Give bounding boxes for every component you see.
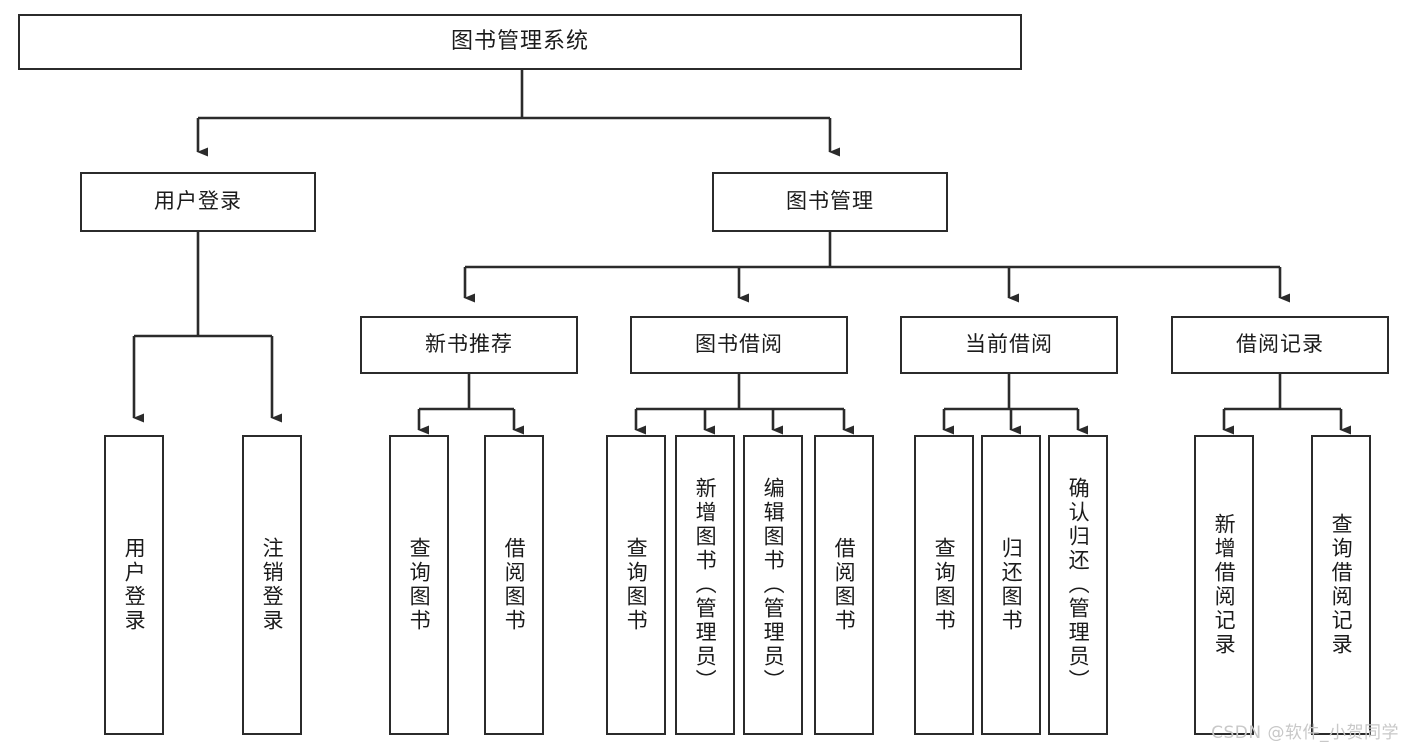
node-borrow-record[interactable]: 借阅记录 — [1171, 316, 1389, 374]
leaf-label: 新增借阅记录 — [1212, 513, 1237, 657]
leaf-label: 查询图书 — [932, 537, 957, 633]
leaf-user-login[interactable]: 用户登录 — [104, 435, 164, 735]
leaf-current-return-book[interactable]: 归还图书 — [981, 435, 1041, 735]
leaf-record-query[interactable]: 查询借阅记录 — [1311, 435, 1371, 735]
leaf-label: 新增图书（管理员） — [693, 477, 718, 693]
leaf-borrow-borrow-book[interactable]: 借阅图书 — [814, 435, 874, 735]
node-root-system[interactable]: 图书管理系统 — [18, 14, 1022, 70]
leaf-logout-login[interactable]: 注销登录 — [242, 435, 302, 735]
leaf-current-confirm-return[interactable]: 确认归还（管理员） — [1048, 435, 1108, 735]
watermark: CSDN @软件_小贺同学 — [1211, 723, 1399, 743]
leaf-borrow-edit-book[interactable]: 编辑图书（管理员） — [743, 435, 803, 735]
leaf-label: 确认归还（管理员） — [1066, 477, 1091, 693]
leaf-label: 借阅图书 — [502, 537, 527, 633]
node-user-login[interactable]: 用户登录 — [80, 172, 316, 232]
leaf-label: 查询图书 — [624, 537, 649, 633]
node-new-book-recommend[interactable]: 新书推荐 — [360, 316, 578, 374]
leaf-borrow-query-book[interactable]: 查询图书 — [606, 435, 666, 735]
leaf-record-add[interactable]: 新增借阅记录 — [1194, 435, 1254, 735]
leaf-label: 归还图书 — [999, 537, 1024, 633]
leaf-label: 注销登录 — [260, 537, 285, 633]
node-book-management[interactable]: 图书管理 — [712, 172, 948, 232]
leaf-new-book-query[interactable]: 查询图书 — [389, 435, 449, 735]
leaf-label: 查询图书 — [407, 537, 432, 633]
node-book-borrow[interactable]: 图书借阅 — [630, 316, 848, 374]
leaf-label: 借阅图书 — [832, 537, 857, 633]
node-current-borrow[interactable]: 当前借阅 — [900, 316, 1118, 374]
leaf-label: 查询借阅记录 — [1329, 513, 1354, 657]
leaf-current-query-book[interactable]: 查询图书 — [914, 435, 974, 735]
leaf-new-book-borrow[interactable]: 借阅图书 — [484, 435, 544, 735]
leaf-borrow-add-book[interactable]: 新增图书（管理员） — [675, 435, 735, 735]
leaf-label: 用户登录 — [122, 537, 147, 633]
leaf-label: 编辑图书（管理员） — [761, 477, 786, 693]
